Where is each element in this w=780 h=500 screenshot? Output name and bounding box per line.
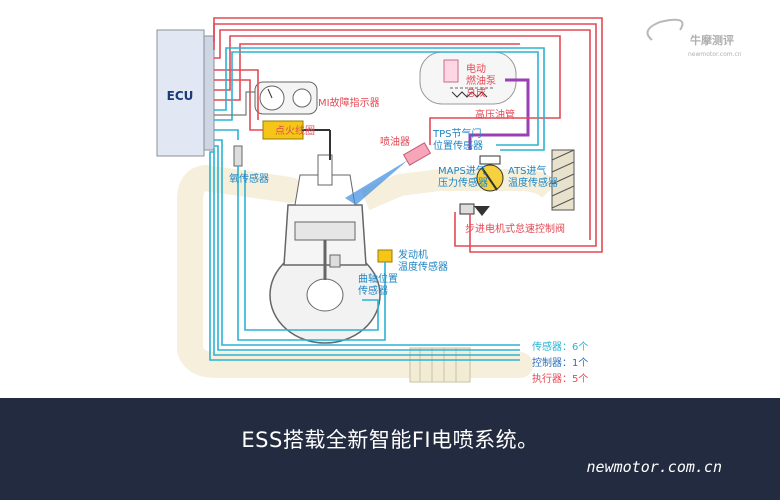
stepper-valve xyxy=(474,206,490,216)
logo-text: 牛摩测评 xyxy=(690,33,734,47)
ats-label-2: 温度传感器 xyxy=(508,176,558,189)
engine-temp-label-2: 温度传感器 xyxy=(398,260,448,273)
logo-subtext: newmotor.com.cn xyxy=(688,51,742,58)
coil-label: 点火线圈 xyxy=(275,124,315,137)
exhaust-duct xyxy=(177,165,533,378)
engine-temp-label-1: 发动机 xyxy=(398,248,428,261)
intake-duct xyxy=(360,169,558,211)
muffler xyxy=(409,347,471,383)
tps-sensor xyxy=(479,155,501,165)
fuel-pump-assembly xyxy=(419,51,517,105)
engine xyxy=(269,154,381,344)
crank-sensor xyxy=(329,254,341,268)
fuel-injector xyxy=(402,142,432,166)
high-pressure-fuel-line xyxy=(468,78,530,150)
sensor-wiring xyxy=(209,47,545,361)
maps-label-2: 压力传感器 xyxy=(438,176,488,189)
engine-temp-sensor xyxy=(377,249,393,263)
oxygen-sensor xyxy=(233,145,243,167)
tps-label-1: TPS节气门 xyxy=(432,127,482,140)
fuel-pump-label-1: 电动 xyxy=(466,62,486,75)
injector-label: 喷油器 xyxy=(380,135,410,148)
site-watermark: newmotor.com.cn xyxy=(586,458,722,476)
legend-sensors: 传感器：6个 xyxy=(532,340,588,353)
legend-controllers: 控制器：1个 xyxy=(532,356,588,369)
stepper-label: 步进电机式怠速控制阀 xyxy=(465,222,565,235)
efi-system-diagram: ECU 电动 燃油泵 总成 高压油管 MI故障指示器 点火线圈 喷油器 TPS节… xyxy=(156,17,742,385)
ecu-box xyxy=(156,29,205,157)
oxygen-label: 氧传感器 xyxy=(229,172,269,185)
legend-actuators: 执行器：5个 xyxy=(532,372,588,385)
fuel-rail-label: 高压油管 xyxy=(475,108,515,121)
crank-label-1: 曲轴位置 xyxy=(358,272,398,285)
maps-label-1: MAPS进气 xyxy=(438,164,486,177)
tps-label-2: 位置传感器 xyxy=(433,139,483,152)
crank-label-2: 传感器 xyxy=(358,284,388,297)
ecu-label: ECU xyxy=(167,89,194,103)
caption-text: ESS搭载全新智能FI电喷系统。 xyxy=(241,428,539,452)
ats-label-1: ATS进气 xyxy=(508,164,547,177)
fuel-spray xyxy=(345,160,408,205)
caption-bar: ESS搭载全新智能FI电喷系统。 newmotor.com.cn xyxy=(0,398,780,500)
mil-gauge xyxy=(254,81,318,115)
fuel-pump-label-3: 总成 xyxy=(466,86,486,99)
mil-label: MI故障指示器 xyxy=(318,96,380,109)
fuel-pump-label-2: 燃油泵 xyxy=(466,74,496,87)
